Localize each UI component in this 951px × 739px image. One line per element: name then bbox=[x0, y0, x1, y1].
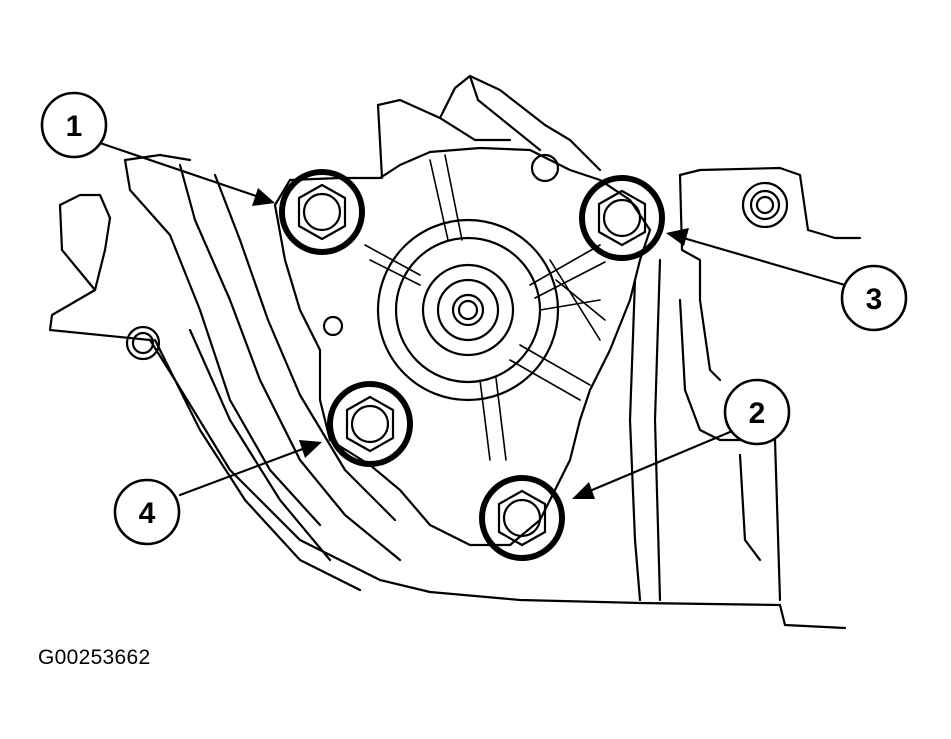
engine-housing bbox=[48, 153, 847, 630]
svg-text:3: 3 bbox=[866, 283, 883, 316]
callout-2: 2 bbox=[723, 378, 791, 446]
bolt-1 bbox=[279, 169, 365, 255]
leader-arrows bbox=[98, 141, 847, 499]
callout-1: 1 bbox=[40, 91, 108, 159]
callout-4: 4 bbox=[113, 478, 181, 546]
upper-housing bbox=[376, 74, 862, 602]
svg-text:1: 1 bbox=[66, 110, 83, 143]
svg-text:4: 4 bbox=[139, 497, 156, 530]
bolt-4 bbox=[327, 381, 413, 467]
figure-id: G00253662 bbox=[38, 646, 151, 669]
pump-body bbox=[273, 146, 652, 547]
bolt-2 bbox=[479, 475, 565, 561]
svg-text:2: 2 bbox=[749, 397, 766, 430]
callout-3: 3 bbox=[840, 264, 908, 332]
bolt-3 bbox=[579, 175, 665, 261]
